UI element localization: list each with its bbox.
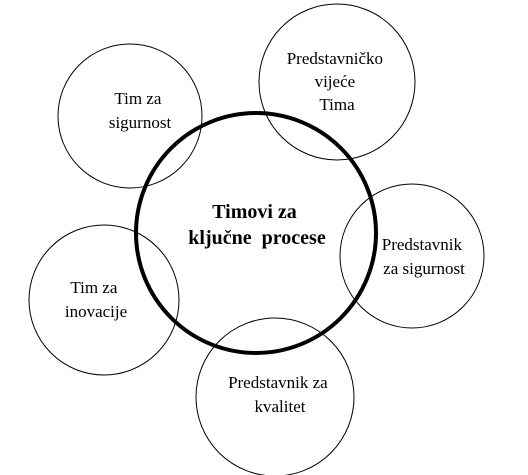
label-line: Timovi za xyxy=(212,201,297,223)
circle-tim-za-inovacije xyxy=(28,224,180,376)
circle-predstavnicko-vijece xyxy=(258,3,416,161)
label-line: Tim za xyxy=(70,278,118,297)
label-line: kvalitet xyxy=(255,397,306,416)
label-line: Predstavnik za xyxy=(228,373,328,392)
label-predstavnicko-vijece: Predstavničko vijeće Tima xyxy=(287,49,388,114)
circle-predstavnik-za-sigurnost xyxy=(339,183,485,329)
label-tim-za-inovacije: Tim za inovacije xyxy=(65,278,127,321)
circle-tim-za-sigurnost xyxy=(57,43,203,189)
label-line: ključne procese xyxy=(188,227,326,249)
label-predstavnik-za-kvalitet: Predstavnik za kvalitet xyxy=(228,373,332,416)
label-line: za sigurnost xyxy=(383,259,465,278)
label-timovi-za-kljucne-procese: Timovi za ključne procese xyxy=(188,201,326,249)
label-tim-za-sigurnost: Tim za sigurnost xyxy=(109,89,172,132)
label-line: Predstavničko xyxy=(287,49,383,68)
circle-predstavnik-za-kvalitet xyxy=(195,317,355,475)
label-line: Tima xyxy=(319,95,355,114)
label-line: inovacije xyxy=(65,302,127,321)
label-predstavnik-za-sigurnost: Predstavnik za sigurnost xyxy=(382,235,467,278)
label-line: sigurnost xyxy=(109,113,172,132)
label-line: Predstavnik xyxy=(382,235,463,254)
label-line: vijeće xyxy=(315,72,356,91)
circle-timovi-za-kljucne-procese xyxy=(134,111,378,355)
label-line: Tim za xyxy=(114,89,162,108)
